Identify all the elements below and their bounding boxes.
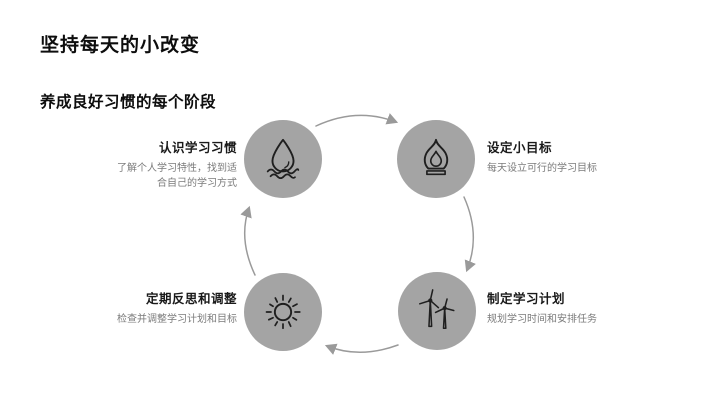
sun-icon bbox=[265, 294, 301, 330]
node-circle-recognize-habits bbox=[244, 120, 322, 198]
node-text-recognize-habits: 认识学习习惯 了解个人学习特性，找到适合自己的学习方式 bbox=[111, 137, 237, 191]
node-description: 规划学习时间和安排任务 bbox=[487, 314, 597, 325]
node-description: 检查并调整学习计划和目标 bbox=[117, 314, 237, 325]
node-text-set-goals: 设定小目标 每天设立可行的学习目标 bbox=[487, 137, 659, 176]
arrow-bottom-icon bbox=[324, 343, 399, 355]
slide-subtitle: 养成良好习惯的每个阶段 bbox=[40, 94, 217, 111]
wind-turbine-icon bbox=[418, 289, 455, 330]
arrow-right-icon bbox=[463, 196, 476, 273]
slide-title: 坚持每天的小改变 bbox=[40, 35, 201, 56]
node-circle-reflect-adjust bbox=[244, 273, 322, 351]
water-drop-icon bbox=[266, 138, 300, 180]
node-title: 制定学习计划 bbox=[487, 292, 566, 306]
node-title: 设定小目标 bbox=[487, 141, 553, 155]
node-description: 每天设立可行的学习目标 bbox=[487, 163, 597, 174]
arrow-top-icon bbox=[315, 113, 399, 127]
node-title: 定期反思和调整 bbox=[145, 292, 237, 306]
node-text-make-plan: 制定学习计划 规划学习时间和安排任务 bbox=[487, 288, 659, 327]
flame-icon bbox=[423, 138, 449, 176]
node-title: 认识学习习惯 bbox=[158, 141, 237, 155]
arrow-left-icon bbox=[240, 205, 256, 276]
node-circle-set-goals bbox=[397, 120, 475, 198]
node-circle-make-plan bbox=[398, 272, 476, 350]
node-text-reflect-adjust: 定期反思和调整 检查并调整学习计划和目标 bbox=[95, 288, 237, 327]
node-description: 了解个人学习特性，找到适合自己的学习方式 bbox=[117, 163, 237, 189]
